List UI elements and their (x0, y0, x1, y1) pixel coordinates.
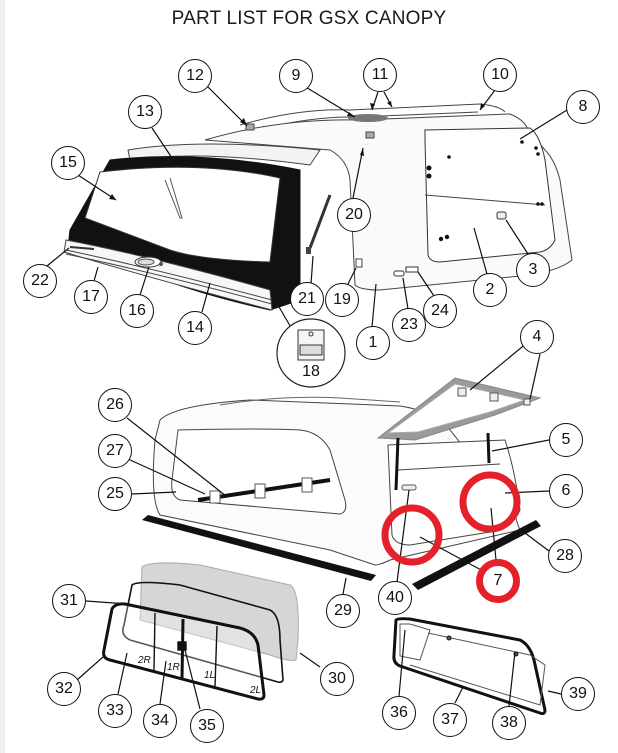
highlight-ring-left (381, 504, 443, 566)
pane-label: 1L (204, 670, 216, 681)
callout-31: 31 (52, 584, 86, 618)
bottom-left-leader-lines (76, 600, 321, 710)
callout-32: 32 (47, 672, 81, 706)
callout-5: 5 (549, 423, 583, 457)
callout-6: 6 (549, 474, 583, 508)
diagram-title: PART LIST FOR GSX CANOPY (171, 8, 447, 29)
callout-30: 30 (320, 662, 354, 696)
callout-14: 14 (178, 311, 212, 345)
callout-16: 16 (120, 294, 154, 328)
middle-canopy-view (142, 377, 542, 590)
pane-label: 1R (167, 662, 180, 673)
callout-20: 20 (337, 198, 371, 232)
top-canopy-view (63, 103, 573, 311)
window-pane-dividers (153, 612, 218, 688)
callout-28: 28 (548, 539, 582, 573)
callout-33: 33 (98, 694, 132, 728)
callout-2: 2 (473, 273, 507, 307)
callout-11: 11 (363, 58, 397, 92)
pane-label: 2R (138, 655, 151, 666)
callout-39: 39 (561, 677, 595, 711)
callout-29: 29 (326, 594, 360, 628)
callout-25: 25 (98, 477, 132, 511)
callout-24: 24 (423, 294, 457, 328)
callout-8: 8 (566, 90, 600, 124)
top-leader-lines (46, 85, 568, 337)
callout-22: 22 (23, 264, 57, 298)
callout-19: 19 (325, 283, 359, 317)
highlight-rings (381, 471, 521, 566)
callout-37: 37 (433, 703, 467, 737)
top-arrowheads (109, 101, 485, 200)
highlight-ring-right (459, 471, 521, 533)
callout-23: 23 (392, 308, 426, 342)
callout-40: 40 (378, 581, 412, 615)
bottom-right-leader-lines (398, 629, 562, 707)
middle-leader-lines (126, 341, 550, 595)
callout-15: 15 (51, 146, 85, 180)
pane-label: 2L (250, 685, 262, 696)
callout-7: 7 (476, 559, 520, 603)
callout-27: 27 (98, 434, 132, 468)
rear-window-assembly (392, 617, 547, 716)
callout-21: 21 (290, 282, 324, 316)
window-frame-31 (122, 581, 284, 684)
page-edge (0, 0, 5, 753)
latch-inset-18 (276, 318, 346, 388)
callout-4: 4 (520, 320, 554, 354)
callout-12: 12 (178, 59, 212, 93)
callout-9: 9 (279, 59, 313, 93)
callout-35: 35 (190, 709, 224, 743)
callout-26: 26 (98, 388, 132, 422)
callout-13: 13 (128, 95, 162, 129)
callout-1: 1 (356, 326, 390, 360)
callout-18: 18 (302, 363, 320, 380)
callout-17: 17 (74, 280, 108, 314)
callout-38: 38 (492, 706, 526, 740)
callout-36: 36 (382, 696, 416, 730)
callout-3: 3 (516, 253, 550, 287)
callout-10: 10 (483, 58, 517, 92)
callout-34: 34 (143, 704, 177, 738)
